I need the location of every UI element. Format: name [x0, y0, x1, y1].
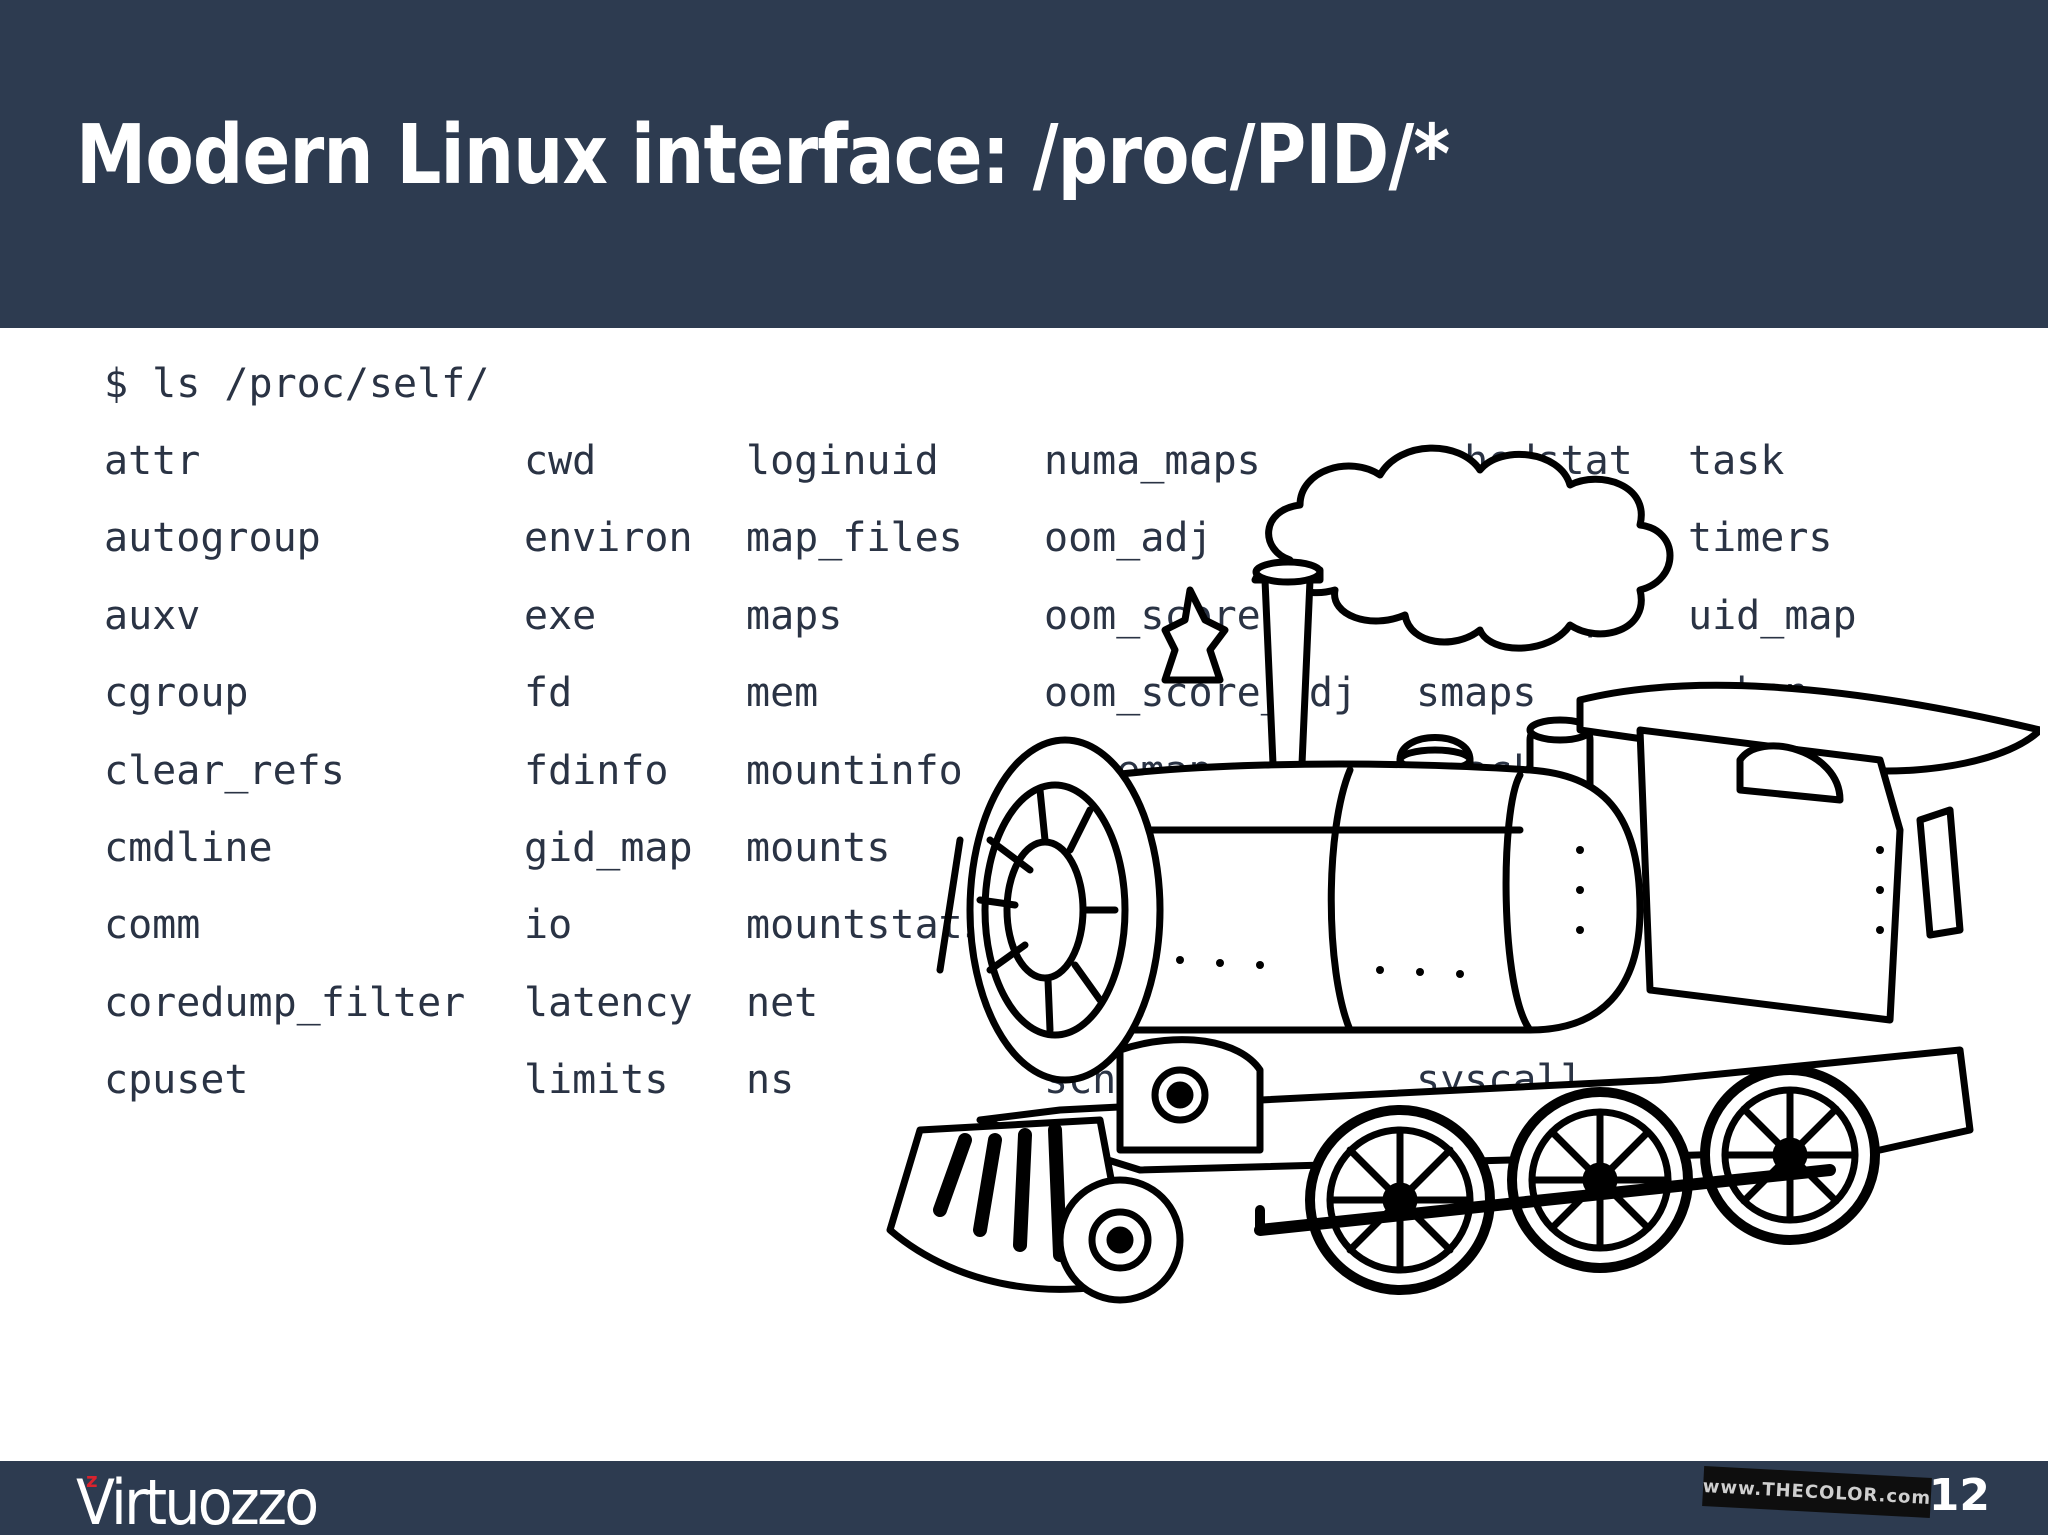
proc-entry: maps: [746, 592, 843, 639]
proc-entry: numa_maps: [1044, 438, 1261, 484]
proc-entry: fdinfo: [524, 747, 669, 794]
proc-entry: exe: [524, 592, 597, 639]
shell-command: $ ls /proc/self/: [104, 361, 490, 407]
page-number: 12: [1928, 1470, 1990, 1521]
proc-entry: task: [1688, 438, 1785, 484]
slide-header: Modern Linux interface: /proc/PID/*: [0, 0, 2048, 328]
proc-entry: coredump_filter: [104, 979, 466, 1026]
proc-entry: mountinfo: [746, 747, 963, 794]
proc-entry: latency: [524, 979, 693, 1026]
proc-entry: io: [524, 902, 573, 949]
steam-locomotive-illustration: [886, 444, 2040, 1304]
proc-entry: net: [746, 979, 819, 1026]
proc-entry: uid_map: [1688, 592, 1857, 639]
proc-entry: map_files: [746, 515, 963, 562]
listing-column-3: loginuid map_files maps mem mountinfo mo…: [746, 441, 987, 1138]
proc-entry: cmdline: [104, 824, 273, 871]
proc-entry: oom_adj: [1044, 515, 1213, 562]
logo-mark-icon: z: [86, 1468, 98, 1492]
slide-title: Modern Linux interface: /proc/PID/*: [76, 108, 1450, 203]
proc-entry: autogroup: [104, 515, 321, 562]
proc-entry: loginuid: [746, 438, 939, 484]
proc-entry: smaps: [1416, 670, 1537, 717]
proc-entry: fd: [524, 670, 573, 717]
listing-column-1: attr autogroup auxv cgroup clear_refs cm…: [104, 441, 465, 1138]
listing-column-2: cwd environ exe fd fdinfo gid_map io lat…: [524, 441, 693, 1138]
proc-entry: attr: [104, 438, 201, 484]
proc-entry: comm: [104, 902, 201, 949]
proc-entry: cwd: [524, 438, 597, 484]
proc-entry: mem: [746, 670, 819, 717]
proc-entry: environ: [524, 515, 693, 562]
proc-entry: ns: [746, 1057, 795, 1104]
proc-entry: timers: [1688, 515, 1833, 562]
proc-entry: gid_map: [524, 824, 693, 871]
virtuozzo-logo: Virtuozzo: [76, 1466, 319, 1539]
proc-entry: cgroup: [104, 670, 249, 717]
proc-entry: cpuset: [104, 1057, 249, 1104]
proc-entry: auxv: [104, 592, 201, 639]
proc-entry: mounts: [746, 824, 891, 871]
proc-entry: clear_refs: [104, 747, 345, 794]
proc-entry: limits: [524, 1057, 669, 1104]
